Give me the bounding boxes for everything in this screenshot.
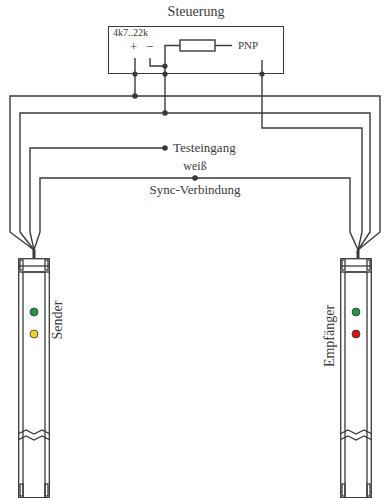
status-led <box>30 330 38 338</box>
mount-clip <box>20 260 23 270</box>
wire-connector <box>34 178 358 258</box>
terminal-dot <box>162 145 168 151</box>
signal-name: Sync-Verbindung <box>150 183 241 197</box>
wire-connector <box>10 74 135 258</box>
mount-clip <box>20 484 23 496</box>
sensor-name: Sender <box>51 301 65 340</box>
signal-name: Testeingang <box>173 141 236 155</box>
mount-clip <box>342 484 345 496</box>
wire-color: weiß <box>183 160 206 173</box>
break-line <box>18 430 50 434</box>
terminal-sign: − <box>146 40 153 54</box>
mount-clip <box>367 260 370 270</box>
housing-window <box>23 272 45 498</box>
junction-dot <box>162 71 167 76</box>
mount-clip <box>45 260 48 270</box>
status-led <box>352 330 360 338</box>
wire <box>215 45 232 46</box>
resistor-symbol <box>180 40 215 51</box>
sensor-bar: Empfänger <box>340 258 372 498</box>
mount-clip <box>45 484 48 496</box>
housing-window <box>345 272 367 498</box>
resistor-value: 4k7..22k <box>113 27 148 38</box>
break-line <box>340 436 372 440</box>
mount-clip <box>342 260 345 270</box>
mount-clip <box>367 484 370 496</box>
wire <box>164 74 165 113</box>
wire <box>20 113 370 250</box>
sensor-bar: Sender <box>18 258 50 498</box>
sensor-housing <box>18 258 50 498</box>
output-type: PNP <box>238 39 258 51</box>
status-led <box>352 308 360 316</box>
box-title: Steuerung <box>108 4 284 19</box>
wire <box>135 96 380 250</box>
terminal-sign: + <box>130 40 137 54</box>
junction-dot <box>162 110 168 116</box>
wire-connector <box>262 74 362 258</box>
wire <box>165 46 180 75</box>
end-cap <box>18 271 50 272</box>
wire <box>30 148 165 250</box>
sensor-name: Empfänger <box>323 305 337 367</box>
housing-outline <box>19 259 50 498</box>
break-line <box>18 436 50 440</box>
break-line <box>340 430 372 434</box>
status-led <box>30 308 38 316</box>
sensor-housing <box>340 258 372 498</box>
end-cap <box>340 271 372 272</box>
junction-dot <box>162 63 167 68</box>
housing-outline <box>341 259 372 498</box>
